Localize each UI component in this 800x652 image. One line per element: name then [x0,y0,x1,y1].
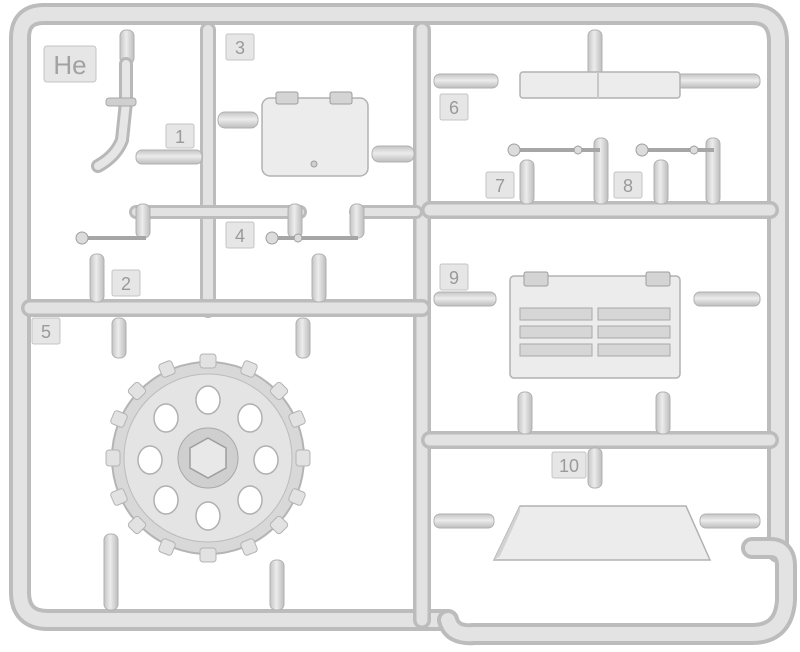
part-number-tags [31,33,643,479]
part-3-plate [261,91,369,177]
part-6-bar [519,71,681,99]
part-number-10: 10 [559,456,579,476]
part-number-1: 1 [175,127,185,147]
part-9-grille [509,271,681,379]
sprue-gates [89,29,761,611]
sprocket-holes [137,385,279,531]
sprue-frame [9,3,797,646]
part-7-rod [507,143,600,157]
sprocket-hub-nut [189,437,227,479]
part-5-sprocket [105,353,311,563]
part-number-6: 6 [449,98,459,118]
part-1-pipe [91,57,137,173]
part-number-2: 2 [121,274,131,294]
part-number-7: 7 [495,176,505,196]
sprue-runners [21,21,779,629]
sprue-id-label: He [53,50,86,80]
part-8-rod [635,143,714,157]
part-number-5: 5 [41,322,51,342]
part-number-8: 8 [623,176,633,196]
sprocket-teeth [105,353,311,563]
part-2-rod [75,231,146,245]
part-number-9: 9 [449,268,459,288]
part-number-4: 4 [235,226,245,246]
part-10-block [492,505,712,561]
part-4-rod [265,231,358,245]
part-number-3: 3 [235,38,245,58]
